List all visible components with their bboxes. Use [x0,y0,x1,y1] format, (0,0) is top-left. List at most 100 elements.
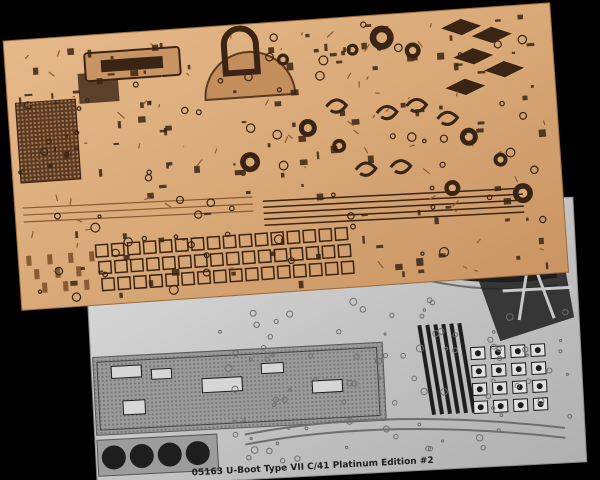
small-ring [493,40,502,49]
small-ring [440,388,448,396]
small-ring [54,212,61,220]
small-strut [56,50,60,57]
square-panel [142,240,157,255]
small-fitting-hole [475,368,482,375]
small-part [336,60,343,64]
small-ring [490,343,497,350]
small-ring [537,397,545,405]
small-ring [265,52,274,62]
small-ring [71,292,82,302]
small-strut [160,75,163,78]
small-ring [487,336,494,343]
round-fitting-hole [280,56,286,63]
small-strut [372,114,376,119]
rail-parts [244,322,566,446]
diamond-part [449,46,498,67]
square-panel [101,277,116,292]
small-ring [411,375,418,382]
small-ring [417,422,422,427]
small-part [449,35,453,41]
square-panel [126,241,142,256]
small-fitting-hole [476,386,483,393]
small-strut [366,76,369,81]
brass-rail [262,187,523,203]
small-ring [224,364,233,373]
small-strut [364,147,369,154]
square-panel [302,228,317,244]
square-panel [47,254,53,265]
small-strut [455,90,459,97]
small-ring [341,399,347,405]
small-part [241,120,247,124]
small-ring [228,205,235,212]
small-ring [499,413,504,418]
small-part [316,151,320,160]
small-part [74,231,79,239]
small-ring [141,235,148,242]
small-ring [37,289,43,294]
small-part [395,263,403,271]
small-ring [181,106,189,115]
small-ring [422,308,427,312]
square-panel [241,250,256,265]
small-ring [383,332,387,336]
small-ring [376,44,383,51]
small-part [187,64,191,70]
small-ring [530,165,539,175]
small-ring [519,111,528,120]
small-part [67,48,75,56]
small-ring [415,344,424,353]
small-part [53,146,57,152]
small-part [274,101,282,107]
square-panel [34,269,40,280]
small-ring [253,321,260,329]
small-part [439,105,443,110]
small-part [324,43,328,52]
square-panel [145,256,161,272]
small-strut [25,103,33,107]
small-ring [499,100,505,107]
small-part [32,67,39,75]
small-part [130,69,139,77]
deck-hatch [311,378,344,394]
small-part [504,218,510,222]
small-part [367,155,375,164]
small-fitting-hole [536,383,543,390]
small-ring [102,271,108,278]
small-ring [486,194,493,201]
small-ring [111,248,120,258]
small-part [372,65,378,71]
diamond-part [467,25,516,45]
small-ring [195,109,202,116]
small-ring [246,454,252,461]
small-part [298,135,307,143]
deck-hatch [150,367,173,380]
small-ring [491,330,496,334]
small-ring [272,129,283,140]
small-ring [267,334,274,340]
small-ring [85,98,90,103]
rail-part [245,428,566,446]
deck-hatch [260,361,285,375]
small-ring [485,393,492,399]
square-panel [206,235,221,251]
small-strut [497,150,502,154]
small-part [406,54,414,62]
square-panel [132,274,148,290]
small-part [119,292,123,299]
brass-fret [2,2,570,311]
small-ring [429,185,435,191]
small-ring [496,428,501,433]
square-panel [83,279,90,290]
small-ring [345,445,349,450]
small-ring [248,357,253,362]
small-part [477,121,485,125]
small-part [148,280,154,287]
small-ring [490,378,496,384]
small-part [346,48,351,51]
small-strut [452,208,458,213]
small-strut [264,99,270,106]
square-panel [88,251,95,262]
small-ring [217,78,224,84]
small-fitting-hole [494,349,501,356]
